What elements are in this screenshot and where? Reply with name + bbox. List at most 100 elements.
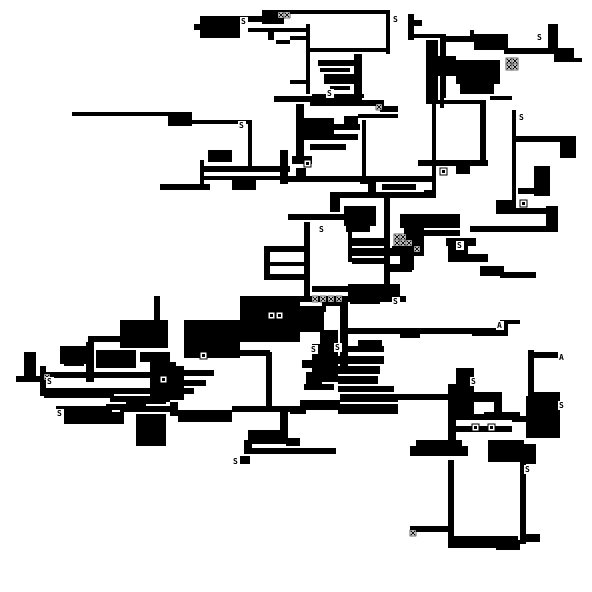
wall-block [348,232,352,262]
wall-block [350,300,380,304]
cross-marker [327,295,335,303]
cross-marker [319,295,327,303]
wall-block [330,198,340,212]
wall-block [24,352,36,382]
wall-block [170,402,178,416]
wall-block [500,272,536,278]
wall-block [496,208,550,214]
marker-bg [558,353,566,362]
wall-block [190,120,250,124]
wall-block [268,262,304,266]
wall-block [310,100,384,106]
start-marker: S [457,241,462,250]
wall-block [358,296,406,302]
marker-bg [392,15,400,24]
wall-block [446,36,476,42]
cross-marker [335,295,343,303]
wall-block [358,340,382,348]
wall-block [168,116,192,126]
box-marker [487,423,496,432]
wall-block [504,320,508,336]
start-marker: S [311,345,316,354]
wall-block [288,214,348,220]
wall-block [420,230,460,236]
wall-block [344,206,376,226]
wall-block [362,120,366,176]
start-marker: S [559,401,564,410]
marker-bg [496,321,504,330]
cross-marker [399,239,407,247]
wall-block [140,352,170,362]
wall-block [448,426,512,432]
cross-marker [505,63,513,71]
wall-block [72,112,192,116]
box-marker [199,351,208,360]
wall-block [338,346,384,352]
marker-bg [392,297,400,306]
wall-block [294,312,320,332]
marker-bg [456,241,464,250]
wall-block [292,156,312,164]
marker-bg [238,121,246,130]
wall-block [154,296,160,326]
alt-marker: A [559,353,564,362]
wall-block [200,16,240,38]
wall-block [548,24,558,52]
cross-marker [375,103,383,111]
wall-block [64,412,124,424]
wall-block [248,120,252,170]
wall-block [336,356,384,364]
wall-block [518,188,548,194]
wall-block [340,394,398,402]
wall-block [248,430,288,444]
cross-marker [505,57,513,65]
wall-block [346,224,370,232]
wall-block [456,164,470,174]
wall-block [360,176,370,184]
wall-block [494,392,502,418]
marker-bg [326,89,334,98]
wall-block [110,396,170,402]
wall-block [504,48,564,54]
wall-block [344,116,358,130]
wall-block [490,96,512,100]
wall-block [270,406,300,412]
start-marker: S [525,465,530,474]
cross-marker [405,239,413,247]
marker-bg [56,409,64,418]
marker-bg [518,113,526,122]
wall-block [408,14,414,40]
wall-block [352,248,392,256]
wall-block [528,352,558,358]
wall-block [460,392,500,402]
wall-block [168,370,214,376]
wall-block [276,40,290,44]
wall-block [330,192,436,198]
wall-block [118,356,130,368]
wall-block [274,96,354,102]
wall-block [512,416,532,422]
marker-bg [558,401,566,410]
wall-block [352,238,386,246]
wall-block [496,200,516,210]
cross-marker [511,57,519,65]
wall-block [318,60,354,66]
start-marker: S [537,33,542,42]
wall-block [354,54,362,106]
cross-marker [311,295,319,303]
start-marker: S [47,377,52,386]
wall-block [208,150,232,162]
wall-block [304,384,334,390]
wall-block [312,286,352,292]
wall-layer [16,10,582,550]
wall-block [240,456,250,464]
marker-bg [46,377,54,386]
wall-block [136,414,166,446]
wall-block [574,58,582,62]
wall-block [338,386,394,392]
wall-block [500,320,520,324]
wall-block [432,98,436,178]
wall-block [484,412,520,416]
wall-block [326,134,358,140]
